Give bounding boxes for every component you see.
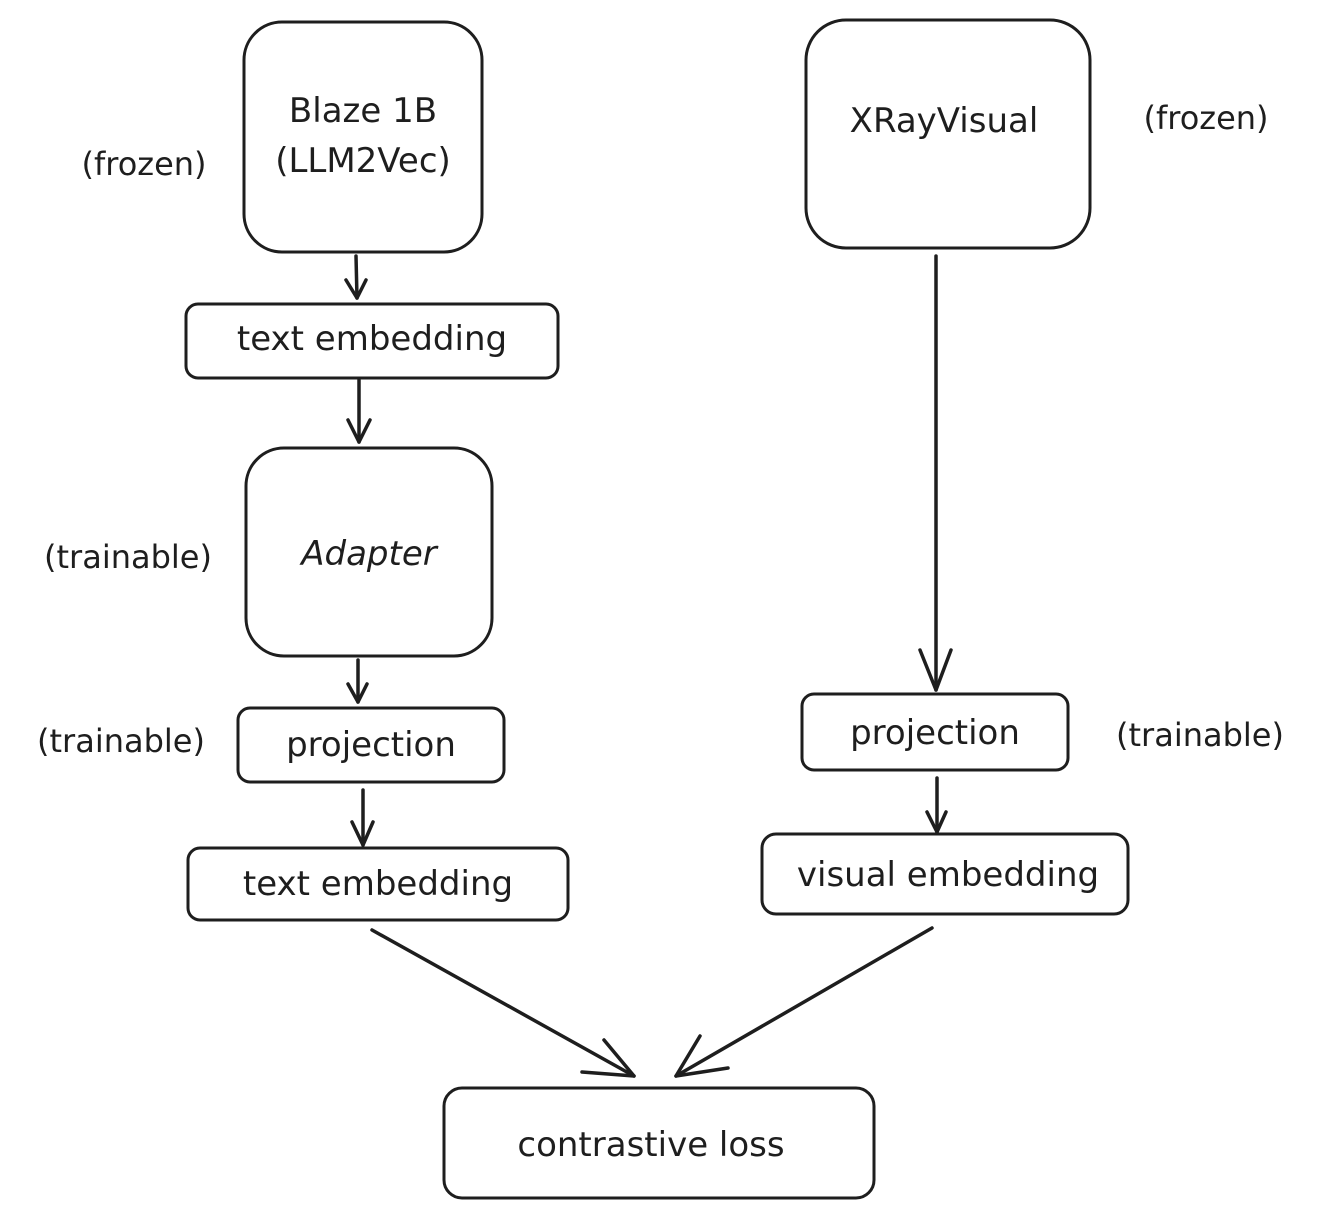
projection-left-label: projection: [286, 725, 456, 765]
arrow-blaze-to-text-embedding: [344, 254, 368, 300]
arrow-xray-to-projection: [918, 254, 953, 692]
node-contrastive-loss: contrastive loss: [442, 1086, 876, 1200]
text-embedding-top-label: text embedding: [237, 319, 507, 359]
node-text-embedding-bottom: text embedding: [186, 846, 570, 922]
text-embedding-bottom-label: text embedding: [243, 864, 513, 904]
blaze-status-label: (frozen): [81, 145, 206, 183]
projection-left-status-label: (trainable): [37, 722, 205, 760]
node-text-embedding-top: text embedding: [184, 302, 560, 380]
projection-right-label: projection: [850, 713, 1020, 753]
node-adapter: Adapter: [244, 446, 494, 658]
node-projection-right: projection: [800, 692, 1070, 772]
projection-right-status-label: (trainable): [1116, 716, 1284, 754]
arrow-visual-embedding-to-loss: [674, 926, 934, 1078]
adapter-label: Adapter: [299, 534, 439, 574]
arrow-adapter-to-projection: [346, 658, 369, 704]
blaze-label-line2: (LLM2Vec): [275, 141, 451, 181]
node-visual-embedding: visual embedding: [760, 832, 1130, 916]
blaze-label-line1: Blaze 1B: [289, 91, 437, 131]
node-projection-left: projection: [236, 706, 506, 784]
xray-label: XRayVisual: [850, 101, 1039, 141]
node-xray-visual: XRayVisual: [804, 18, 1092, 250]
arrow-projection-to-visual-embedding: [925, 776, 948, 834]
arrow-text-embedding-to-adapter: [346, 378, 372, 444]
visual-embedding-label: visual embedding: [797, 855, 1099, 895]
adapter-status-label: (trainable): [44, 538, 212, 576]
xray-status-label: (frozen): [1143, 99, 1268, 137]
arrow-projection-to-text-embedding: [350, 788, 375, 847]
arrow-text-embedding-to-loss: [370, 928, 636, 1078]
edges: [344, 254, 953, 1078]
node-blaze: Blaze 1B (LLM2Vec): [242, 20, 484, 254]
contrastive-loss-label: contrastive loss: [517, 1125, 784, 1165]
